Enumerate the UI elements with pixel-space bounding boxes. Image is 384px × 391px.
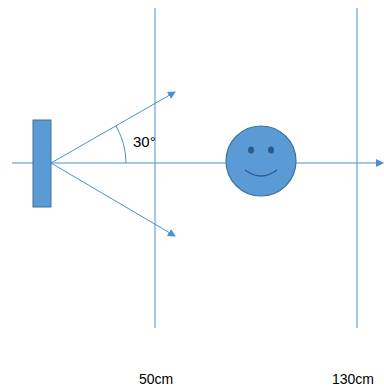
face-eye: [268, 147, 274, 154]
axis-arrow: [12, 163, 383, 164]
beam-arrow: [51, 163, 175, 236]
angle-label: 30°: [133, 134, 156, 149]
dimension-label: 50cm: [139, 372, 173, 386]
angle-arc: [116, 126, 126, 163]
distance-line: [357, 8, 358, 328]
sensor-device: [33, 120, 51, 207]
face-smile: [245, 170, 277, 176]
face-eye: [248, 147, 254, 154]
beam-arrow: [51, 92, 175, 163]
person-face: [226, 126, 296, 196]
distance-line: [155, 8, 156, 328]
dimension-label: 130cm: [332, 372, 374, 386]
